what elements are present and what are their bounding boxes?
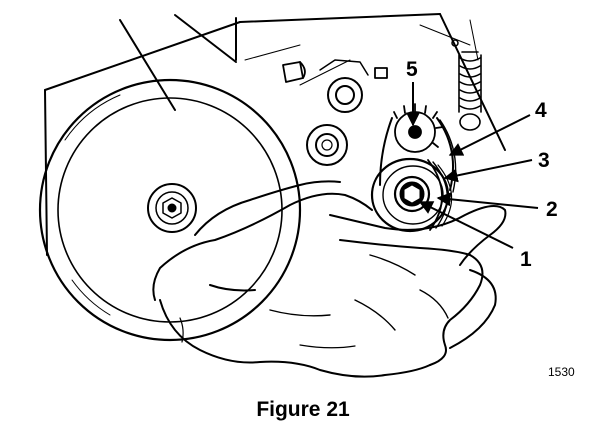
callout-arrow-3 (443, 159, 533, 183)
drive-pulley (38, 78, 302, 342)
callout-label-4: 4 (535, 99, 547, 122)
bolt-middle (306, 124, 348, 166)
callout-label-1: 1 (520, 248, 532, 271)
callout-arrows (406, 82, 539, 249)
spring-assembly (458, 51, 482, 131)
shaft-stub (282, 61, 388, 83)
callout-label-5: 5 (406, 58, 418, 81)
figure-caption: Figure 21 (256, 398, 350, 421)
callout-label-3: 3 (538, 149, 550, 172)
callout-arrow-1 (418, 201, 514, 249)
figure-code: 1530 (548, 365, 575, 379)
bolt-upper (319, 59, 369, 113)
callout-arrow-2 (436, 192, 539, 209)
machine-housing (44, 13, 506, 256)
callout-label-2: 2 (546, 198, 558, 221)
idler-roller (370, 157, 453, 233)
hand-illustration (152, 180, 507, 378)
callout-arrow-4 (448, 114, 531, 156)
